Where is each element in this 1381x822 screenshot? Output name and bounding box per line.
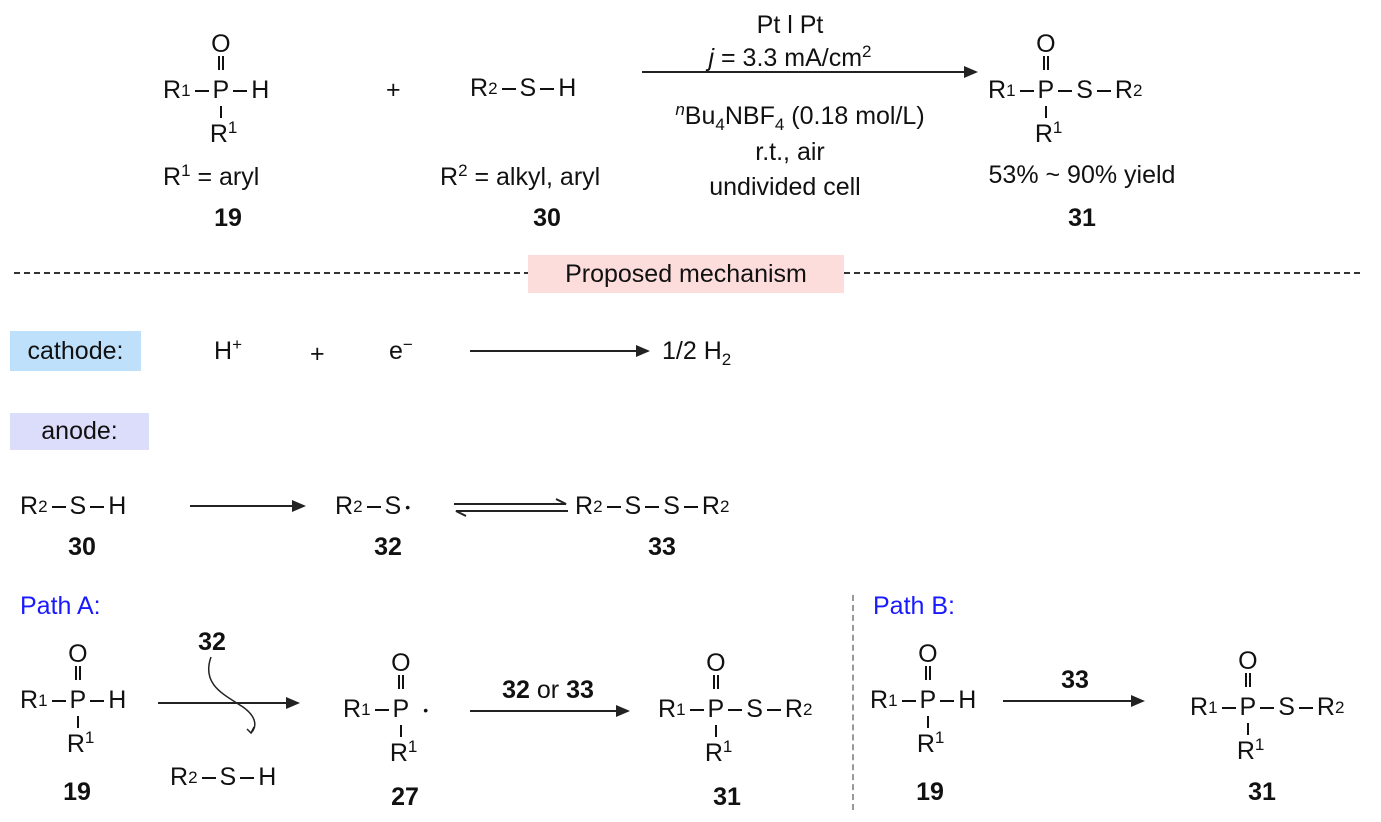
- reaction-arrow: [642, 66, 978, 78]
- anode-label: anode:: [10, 413, 149, 450]
- reagent-32: 32: [198, 628, 226, 656]
- plus-sign: +: [310, 340, 325, 368]
- label-19: 19: [214, 204, 242, 232]
- substituent: R1: [209, 118, 238, 148]
- r1-definition: R1 = aryl: [163, 161, 260, 191]
- bond: [501, 87, 516, 90]
- bond: [1019, 89, 1034, 92]
- label-31: 31: [1248, 778, 1276, 806]
- label-31: 31: [713, 783, 741, 811]
- cond-cell: undivided cell: [709, 173, 861, 201]
- path-divider: [852, 595, 854, 810]
- label-30: 30: [533, 204, 561, 232]
- bond: [219, 106, 222, 118]
- atom: H: [251, 76, 270, 104]
- label-27: 27: [391, 783, 419, 811]
- mechanism-title: Proposed mechanism: [528, 255, 844, 293]
- cond-current: j = 3.3 mA/cm2: [708, 42, 872, 72]
- path-a-label: Path A:: [20, 592, 101, 620]
- path-a-arrow-1: [158, 697, 300, 709]
- path-b-label: Path B:: [873, 592, 955, 620]
- label-30: 30: [68, 533, 96, 561]
- cond-electrolyte: nBu4NBF4 (0.18 mol/L): [675, 100, 925, 134]
- reagent-33: 33: [1061, 666, 1089, 694]
- plus-sign: +: [386, 76, 401, 104]
- electron: e−: [389, 335, 413, 365]
- label-19: 19: [916, 778, 944, 806]
- bond: [233, 89, 248, 92]
- yield-text: 53% ~ 90% yield: [988, 161, 1176, 189]
- oxygen: O: [211, 30, 231, 58]
- cond-electrodes: Pt l Pt: [756, 11, 824, 39]
- bond: [540, 87, 555, 90]
- r2-definition: R2 = alkyl, aryl: [440, 161, 601, 191]
- label-32: 32: [374, 533, 402, 561]
- cathode-arrow: [470, 345, 650, 357]
- curved-arrow: [208, 656, 256, 735]
- hydrogen: 1/2 H2: [662, 337, 732, 369]
- proton: H+: [214, 335, 242, 365]
- path-b-arrow: [1003, 695, 1145, 707]
- equilibrium-arrows: [454, 498, 568, 517]
- cathode-label: cathode:: [10, 331, 141, 371]
- reagent-32-or-33: 32 or 33: [502, 676, 594, 704]
- path-a-arrow-2: [470, 705, 630, 717]
- double-bond: [217, 56, 224, 70]
- anode-arrow: [190, 500, 306, 512]
- label-19: 19: [63, 778, 91, 806]
- bond: [194, 89, 209, 92]
- label-33: 33: [648, 533, 676, 561]
- cond-temp: r.t., air: [755, 138, 825, 166]
- label-31: 31: [1068, 204, 1096, 232]
- atom: R: [163, 76, 182, 104]
